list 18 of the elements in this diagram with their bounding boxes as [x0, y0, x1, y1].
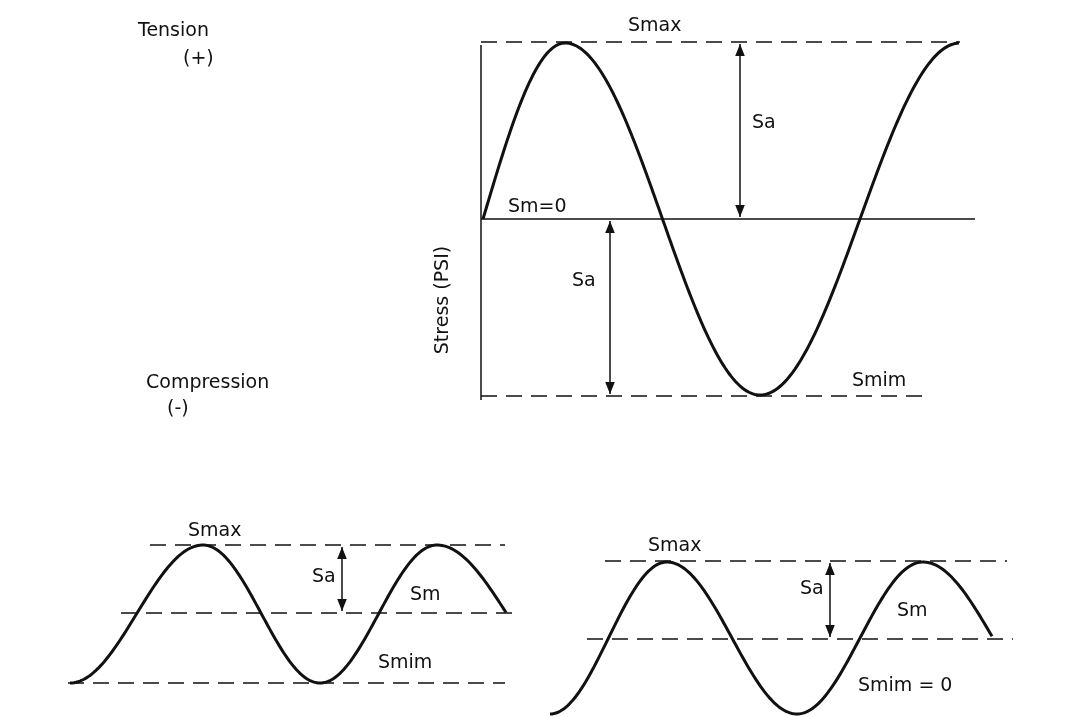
stress-label: Smim: [852, 370, 907, 389]
stress-label: Smax: [188, 520, 242, 539]
stress-label: Sa: [312, 566, 336, 585]
stress-label: Smim: [378, 652, 433, 671]
stress-label: Smax: [648, 535, 702, 554]
axis-label: (-): [167, 398, 189, 417]
axis-label: Tension: [138, 20, 209, 39]
axis-label: Compression: [146, 372, 270, 391]
axis-label: (+): [183, 48, 214, 67]
stress-label: Smim = 0: [858, 675, 953, 694]
stress-label: Sa: [752, 112, 776, 131]
axis-title: Stress (PSI): [431, 245, 451, 355]
stress-label: Sa: [800, 578, 824, 597]
stress-label: Sa: [572, 270, 596, 289]
stress-label: Sm: [410, 584, 441, 603]
stress-label: Smax: [628, 15, 682, 34]
stress-label: Sm=0: [508, 196, 567, 215]
stress-label: Sm: [897, 600, 928, 619]
